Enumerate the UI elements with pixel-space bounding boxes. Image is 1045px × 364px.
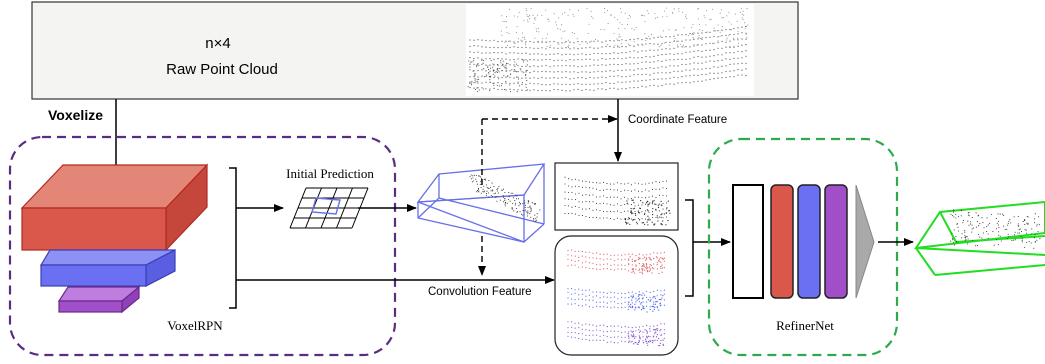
- initial-prediction-label: Initial Prediction: [286, 166, 374, 181]
- coordinate-feature-points: [564, 176, 671, 226]
- initial-box-points: [469, 174, 541, 222]
- refiner-net-label: RefinerNet: [776, 318, 834, 333]
- refiner-net-group: [707, 137, 899, 357]
- convolution-feature-label: Convolution Feature: [428, 286, 532, 298]
- coordinate-feature-box: [554, 162, 679, 231]
- voxel-rpn-label: VoxelRPN: [167, 318, 223, 333]
- coordinate-feature-label: Coordinate Feature: [628, 114, 727, 126]
- refiner-layer-red: [770, 184, 794, 299]
- voxel-feature-block-purple: [57, 285, 141, 314]
- convolution-feature-box: [554, 235, 679, 356]
- raw-point-cloud-label: Raw Point Cloud: [166, 61, 278, 78]
- lidar-scan-points: [467, 7, 749, 93]
- refiner-layer-purple: [824, 184, 848, 299]
- voxel-feature-block-blue: [39, 249, 176, 287]
- final-3d-box: [913, 200, 1045, 276]
- voxel-feature-block-red: [20, 163, 209, 252]
- refiner-input-layer: [732, 184, 764, 299]
- merge-bracket: [685, 199, 694, 297]
- refiner-output-funnel: [855, 184, 875, 299]
- voxelize-label: Voxelize: [48, 107, 103, 123]
- convolution-feature-points: [567, 249, 666, 347]
- final-box-points: [950, 209, 1041, 249]
- refiner-layer-blue: [797, 184, 821, 299]
- raw-point-cloud-dims: n×4: [205, 35, 230, 52]
- rpn-output-bracket: [229, 167, 237, 309]
- initial-prediction-grid: [289, 187, 369, 229]
- voxel-rpn-group: [8, 135, 397, 357]
- lidar-scan-image: [466, 4, 754, 96]
